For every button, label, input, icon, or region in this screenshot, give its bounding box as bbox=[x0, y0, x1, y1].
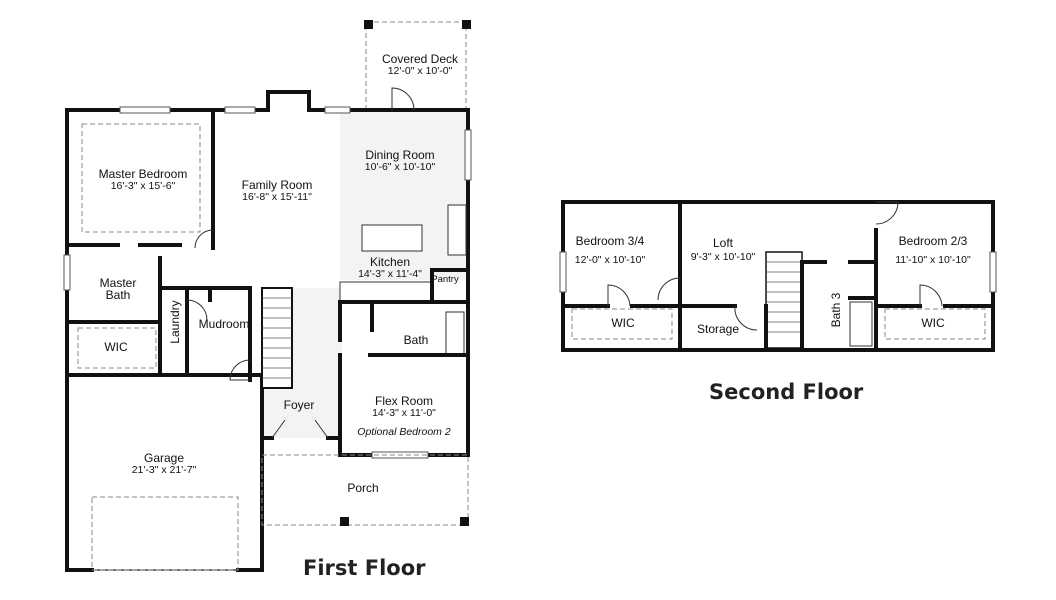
first-floor-plan bbox=[63, 20, 472, 572]
second-floor-plan bbox=[559, 200, 997, 352]
room-kitchen-name: Kitchen bbox=[370, 255, 410, 269]
room-garage-dims: 21'-3" x 21'-7" bbox=[132, 464, 197, 476]
room-mudroom-name: Mudroom bbox=[199, 317, 250, 331]
room-master-bath-line2: Bath bbox=[106, 288, 131, 302]
room-bedroom-3-4-name: Bedroom 3/4 bbox=[576, 234, 645, 248]
room-wic-left-name: WIC bbox=[611, 316, 635, 330]
room-dining-room-dims: 10'-6" x 10'-10" bbox=[365, 161, 436, 173]
room-garage-name: Garage bbox=[144, 451, 184, 465]
room-family-room-dims: 16'-8" x 15'-11" bbox=[242, 191, 312, 203]
room-wic-name: WIC bbox=[104, 340, 128, 354]
room-laundry-name: Laundry bbox=[168, 300, 182, 343]
room-bedroom-3-4-dims: 12'-0" x 10'-10" bbox=[575, 254, 646, 266]
room-master-bath-line1: Master bbox=[100, 276, 137, 290]
room-covered-deck-dims: 12'-0" x 10'-0" bbox=[388, 65, 453, 77]
room-bedroom-2-3-name: Bedroom 2/3 bbox=[899, 234, 968, 248]
room-bath-3-name: Bath 3 bbox=[829, 292, 843, 327]
room-porch-name: Porch bbox=[347, 481, 378, 495]
room-bedroom-2-3-dims: 11'-10" x 10'-10" bbox=[895, 254, 971, 266]
room-loft-dims: 9'-3" x 10'-10" bbox=[691, 251, 756, 263]
room-pantry-name: Pantry bbox=[431, 274, 459, 285]
room-dining-room-name: Dining Room bbox=[365, 148, 434, 162]
room-flex-room-note: Optional Bedroom 2 bbox=[357, 426, 451, 438]
room-master-bedroom-dims: 16'-3" x 15'-6" bbox=[111, 180, 176, 192]
room-master-bedroom-name: Master Bedroom bbox=[99, 167, 188, 181]
room-bath-name: Bath bbox=[404, 333, 429, 347]
room-flex-room-name: Flex Room bbox=[375, 394, 433, 408]
second-floor-title: Second Floor bbox=[709, 380, 864, 404]
room-wic-right-name: WIC bbox=[921, 316, 945, 330]
room-foyer-name: Foyer bbox=[284, 398, 315, 412]
room-loft-name: Loft bbox=[713, 236, 734, 250]
room-flex-room-dims: 14'-3" x 11'-0" bbox=[372, 407, 436, 419]
first-floor-title: First Floor bbox=[303, 556, 426, 580]
room-family-room-name: Family Room bbox=[242, 178, 313, 192]
room-kitchen-dims: 14'-3" x 11'-4" bbox=[358, 268, 422, 280]
room-covered-deck-name: Covered Deck bbox=[382, 52, 459, 66]
room-storage-name: Storage bbox=[697, 322, 739, 336]
